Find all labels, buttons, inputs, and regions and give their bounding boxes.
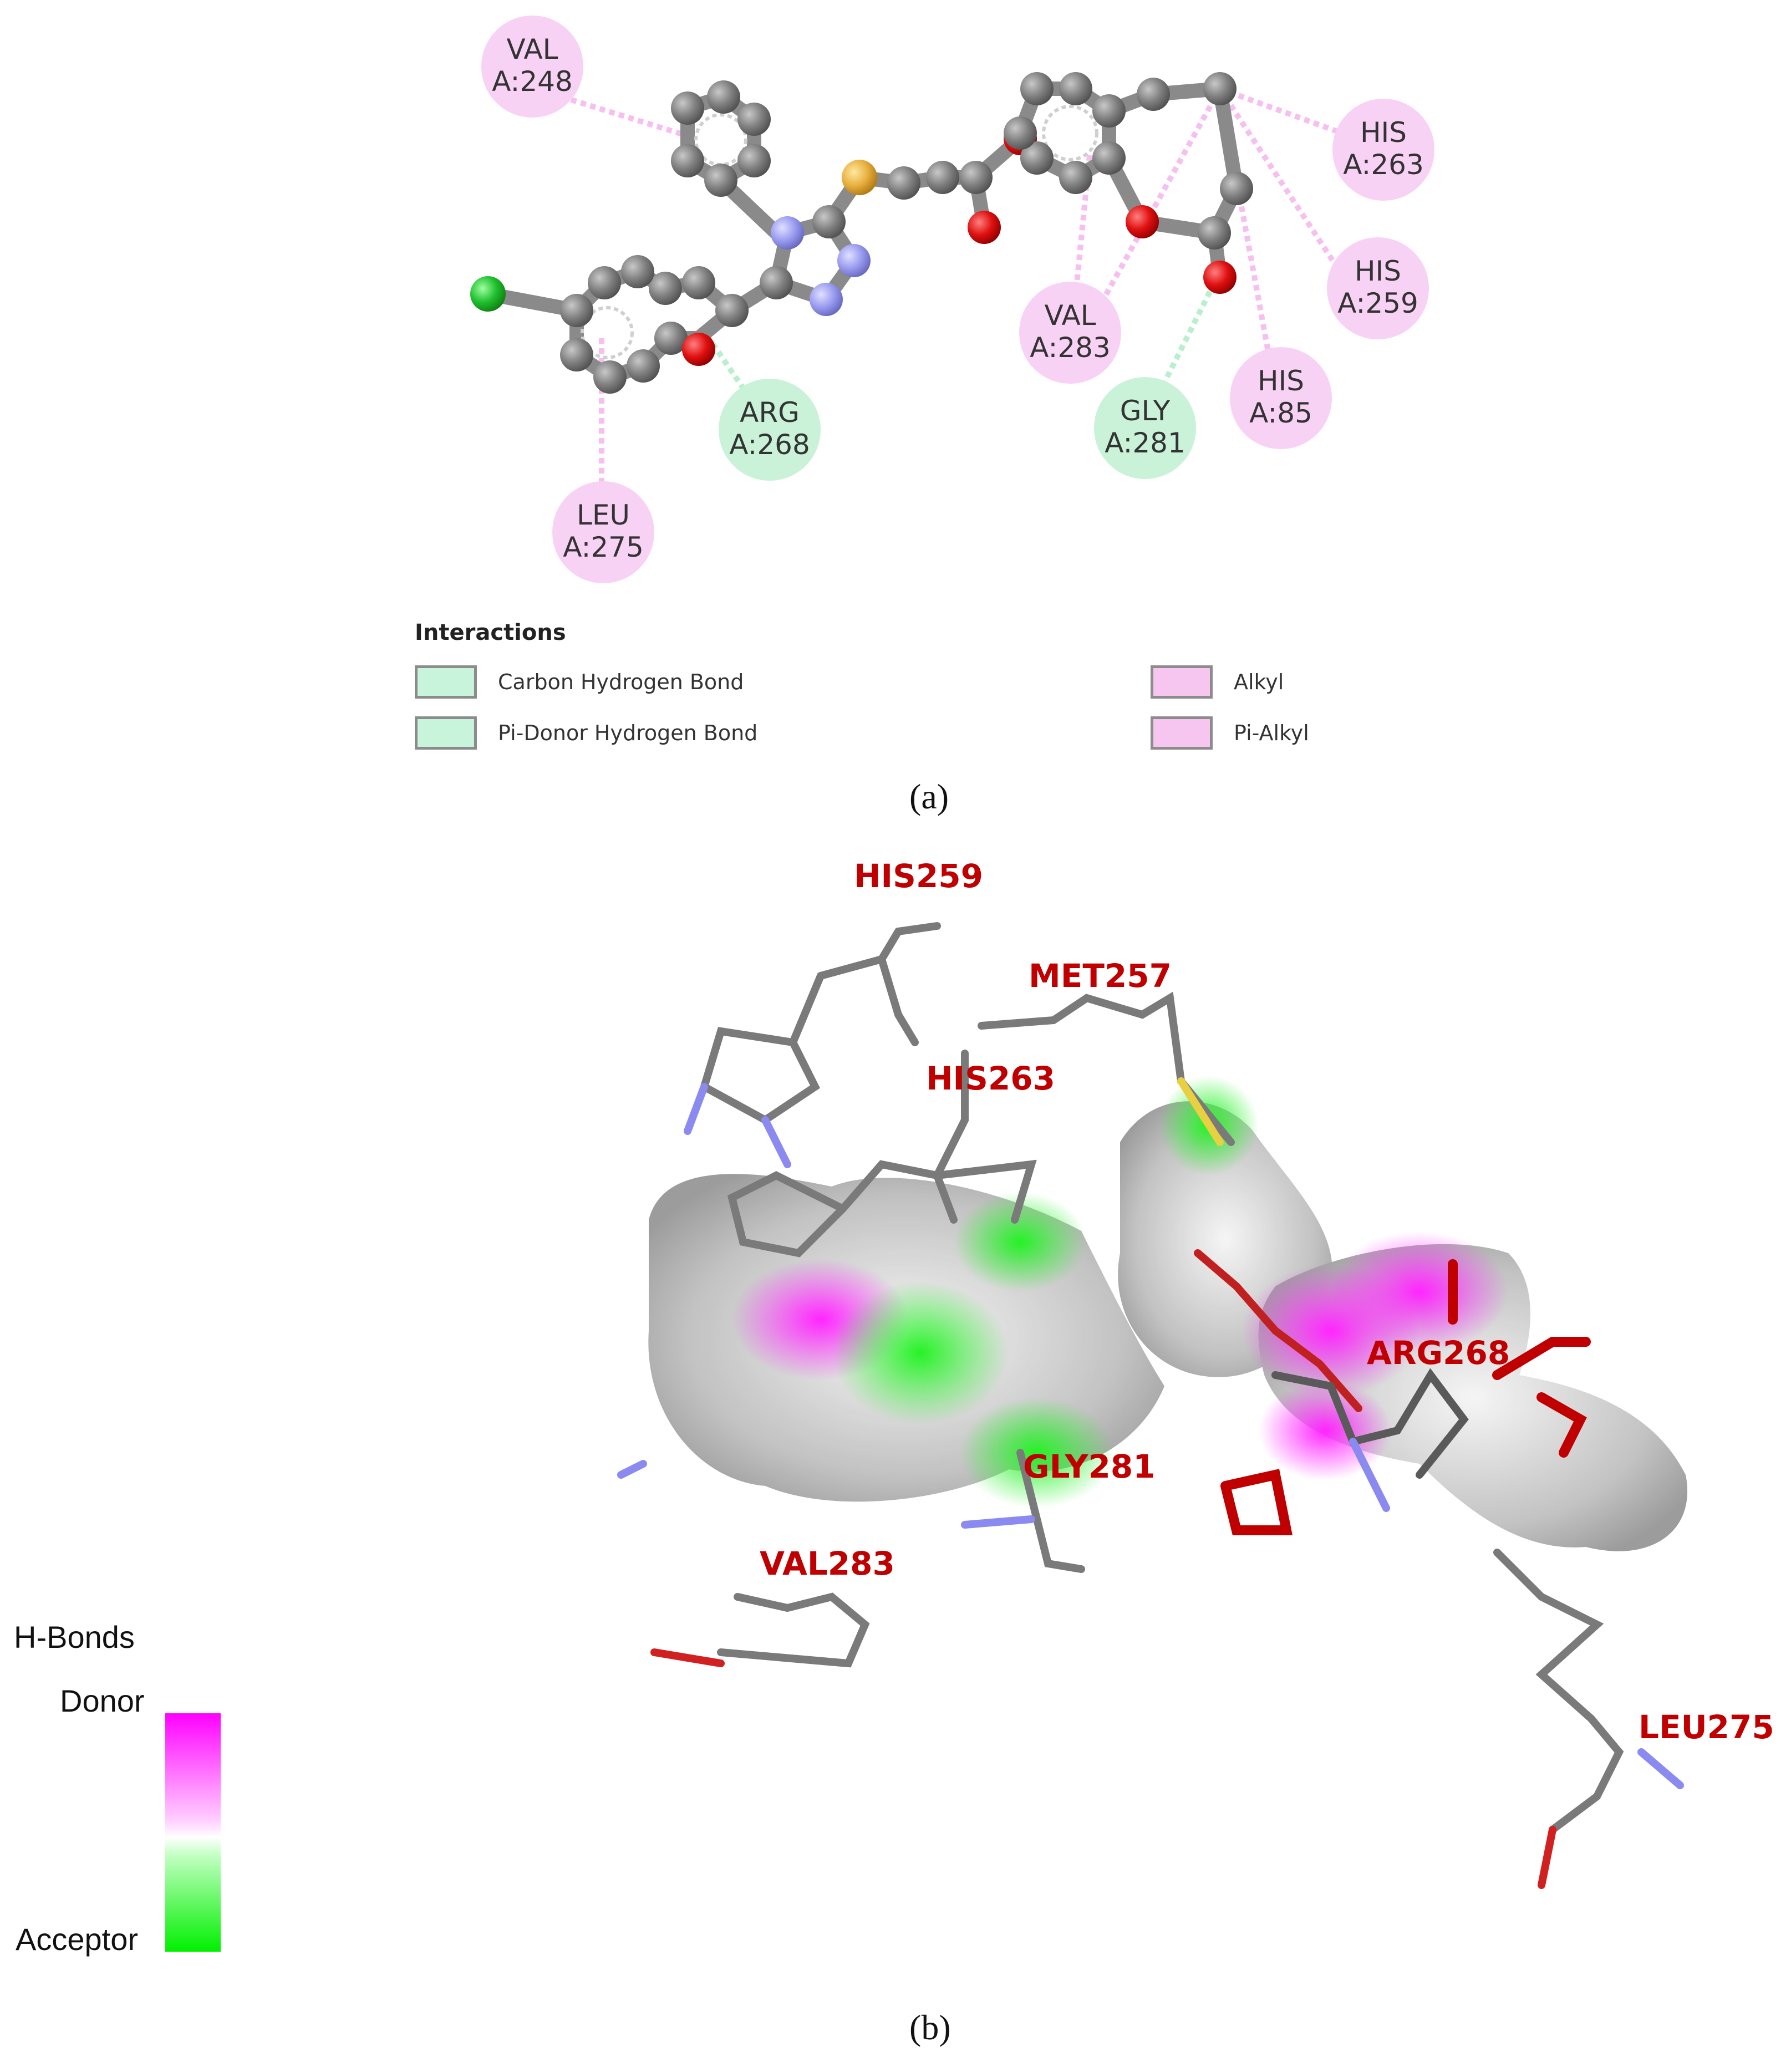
residue-3d-label: LEU275: [1639, 1708, 1774, 1746]
residue-labels: HIS259MET257HIS263ARG268GLY281VAL283LEU2…: [760, 857, 1774, 1746]
residue-3d-label: VAL283: [760, 1545, 895, 1582]
residue-label: A:283: [1030, 332, 1111, 364]
panel-b-label: (b): [909, 2008, 951, 2047]
residue-label: HIS: [1355, 255, 1401, 287]
residue-label: LEU: [577, 499, 630, 531]
legend-carbon-hydrogen-bond: Carbon Hydrogen Bond: [415, 665, 744, 699]
residue-sticks: [617, 922, 1684, 1889]
hbond-surface: [648, 1076, 1688, 1551]
legend-swatch-pink: [1151, 716, 1213, 750]
legend-pi-donor-hydrogen-bond: Pi-Donor Hydrogen Bond: [415, 716, 757, 750]
ligand-bonds: [481, 81, 1244, 385]
ligand-atoms: [470, 72, 1253, 394]
residue-label: HIS: [1360, 116, 1407, 149]
residue-3d-label: HIS259: [854, 857, 983, 895]
residue-3d-label: ARG268: [1367, 1334, 1510, 1372]
legend-swatch-green: [415, 665, 477, 699]
residue-bubbles: VALA:248HISA:263HISA:259VALA:283HISA:85G…: [481, 16, 1434, 583]
hbond-legend-donor: Donor: [60, 1683, 145, 1718]
docking-3d-view: HIS259MET257HIS263ARG268GLY281VAL283LEU2…: [165, 857, 1774, 1952]
residue-label: A:85: [1249, 397, 1312, 429]
residue-label: HIS: [1258, 365, 1304, 397]
residue-label: VAL: [1044, 299, 1096, 332]
residue-label: A:263: [1343, 149, 1424, 181]
legend-pi-alkyl: Pi-Alkyl: [1151, 716, 1309, 750]
residue-3d-label: GLY281: [1023, 1448, 1156, 1485]
legend-label: Pi-Donor Hydrogen Bond: [498, 721, 758, 745]
residue-label: A:275: [563, 531, 644, 563]
panel-a-label: (a): [909, 777, 949, 816]
interaction-diagram-2d: VALA:248HISA:263HISA:259VALA:283HISA:85G…: [470, 16, 1434, 583]
interactions-legend-title: Interactions: [415, 620, 566, 645]
residue-label: A:248: [492, 65, 573, 98]
hbond-colorbar: [165, 1713, 221, 1952]
legend-label: Carbon Hydrogen Bond: [498, 670, 744, 694]
legend-alkyl: Alkyl: [1151, 665, 1284, 699]
legend-label: Alkyl: [1234, 670, 1284, 694]
legend-swatch-green: [415, 716, 477, 750]
residue-label: A:268: [729, 429, 810, 461]
hbond-legend-acceptor: Acceptor: [16, 1922, 138, 1957]
residue-label: ARG: [740, 396, 800, 429]
residue-label: GLY: [1120, 395, 1171, 427]
residue-label: A:259: [1337, 287, 1418, 319]
legend-label: Pi-Alkyl: [1234, 721, 1309, 745]
hbond-legend-title: H-Bonds: [14, 1620, 135, 1654]
residue-label: VAL: [506, 33, 558, 65]
residue-3d-label: MET257: [1029, 957, 1172, 995]
residue-3d-label: HIS263: [926, 1060, 1055, 1097]
residue-label: A:281: [1105, 427, 1185, 459]
legend-swatch-pink: [1151, 665, 1213, 699]
